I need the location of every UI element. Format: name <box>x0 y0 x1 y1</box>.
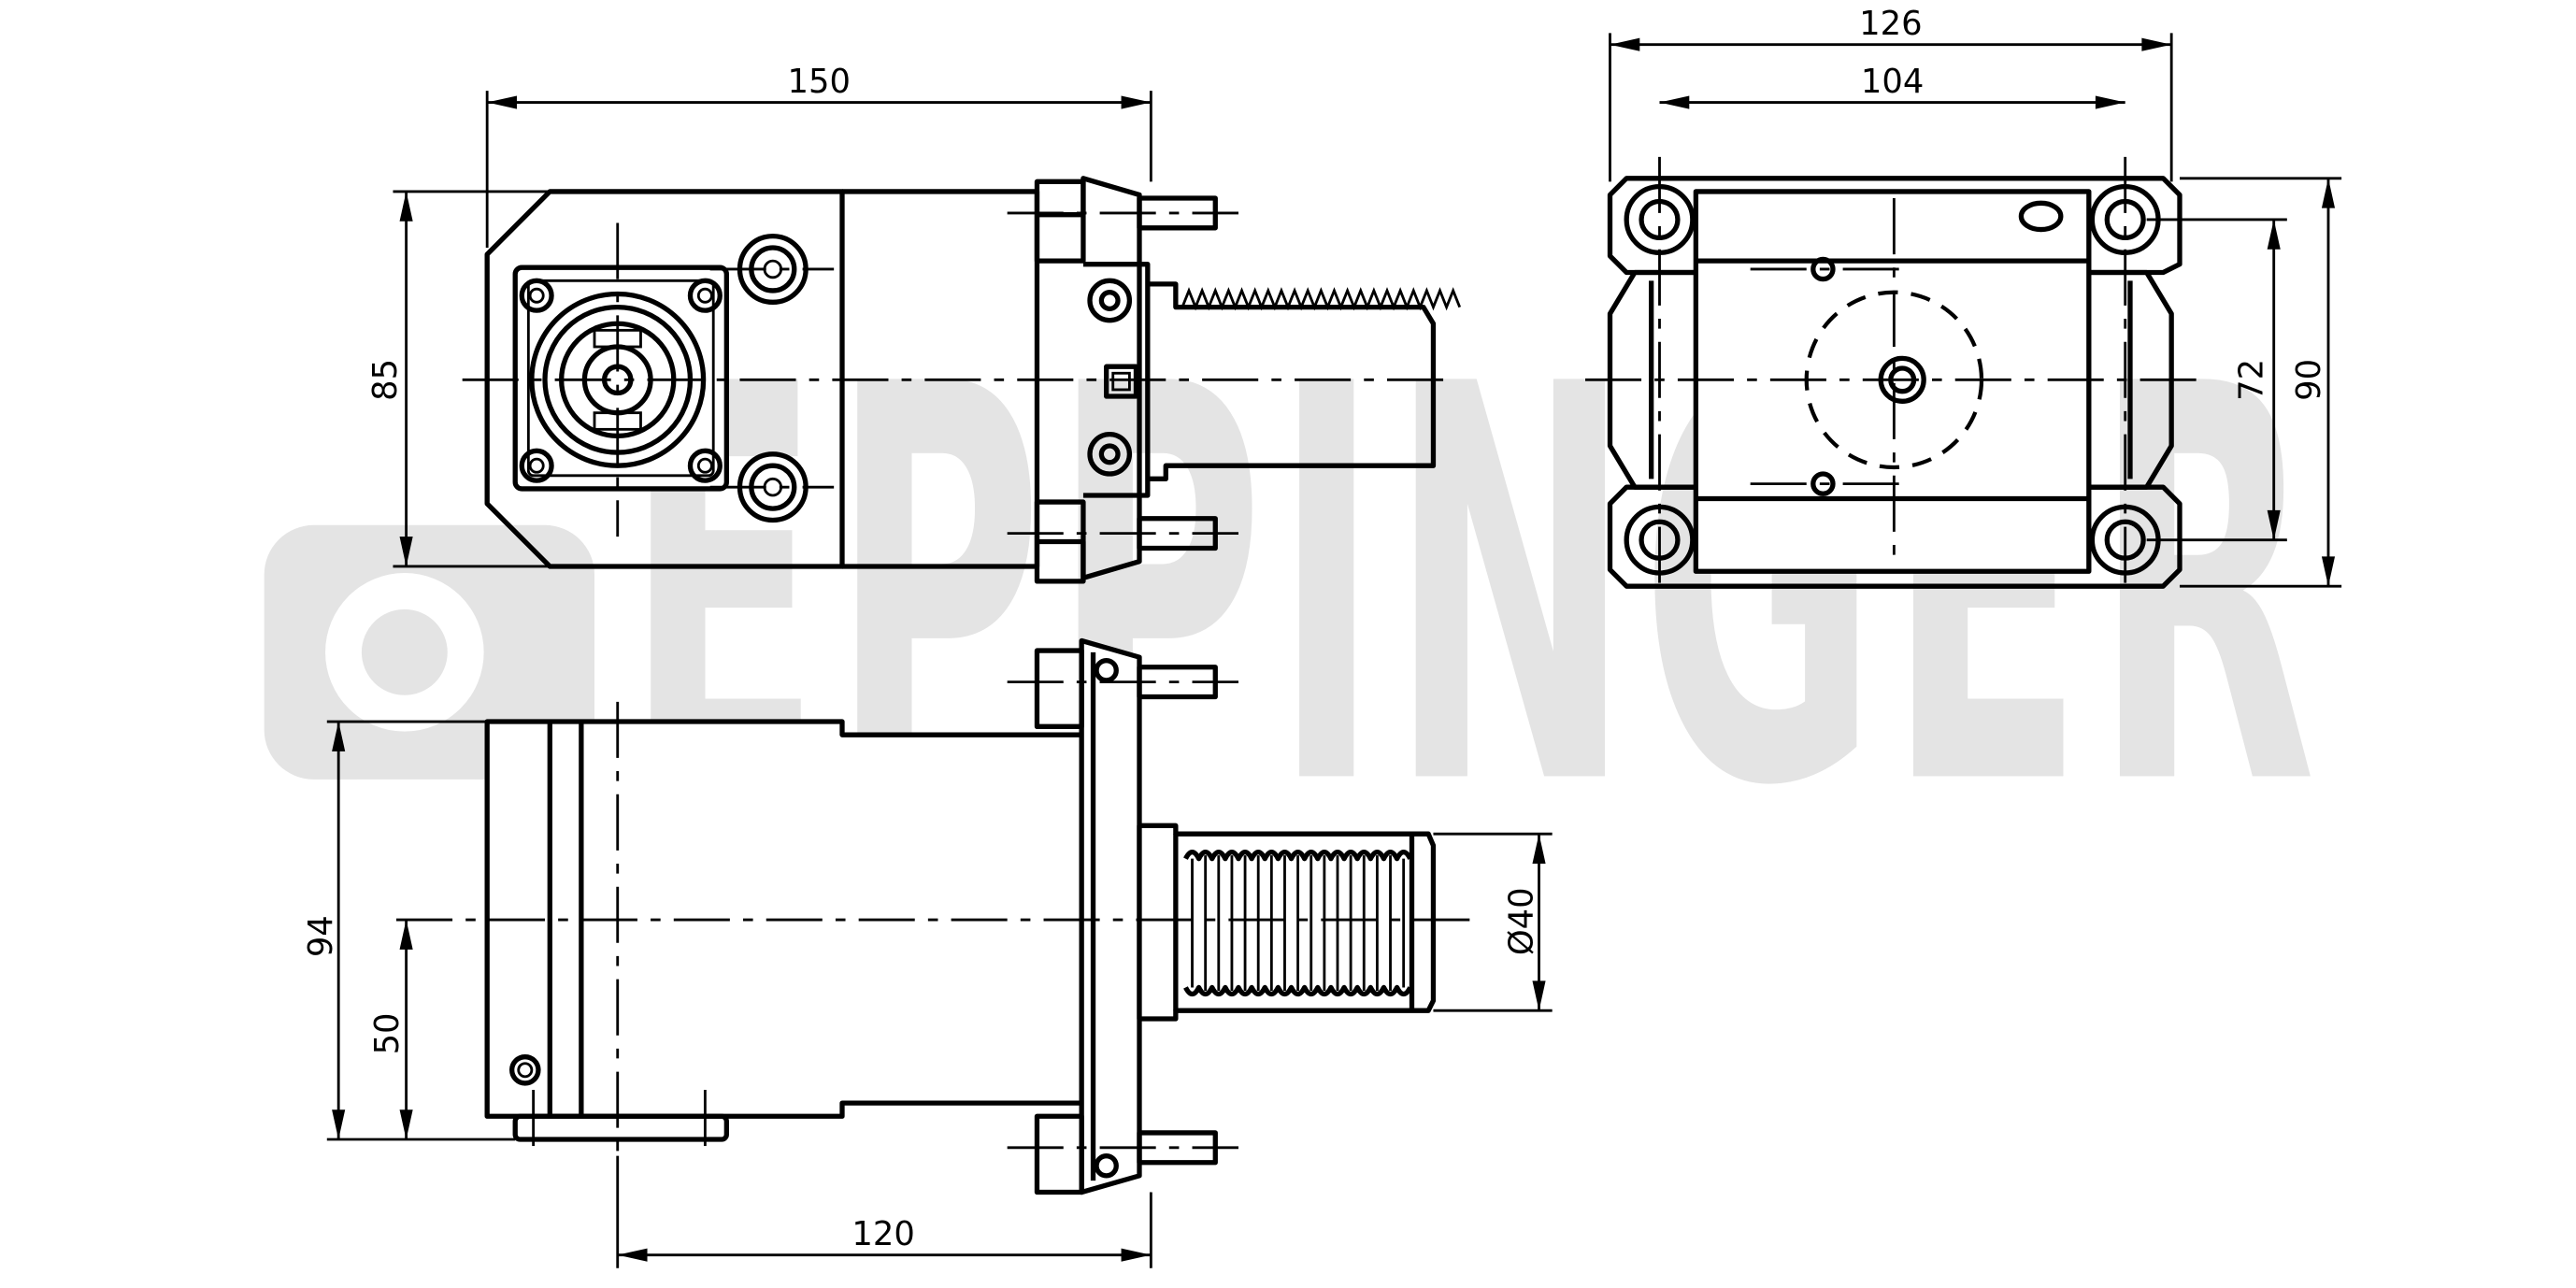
dim-front-height: 85 <box>366 359 405 401</box>
plate-screw-icon <box>519 278 723 483</box>
dim-side-length: 120 <box>852 1215 914 1253</box>
front-view: 150 85 <box>366 63 1462 584</box>
end-view: 126 104 72 90 <box>1585 5 2342 594</box>
side-view: 94 50 120 Ø40 <box>302 637 1553 1268</box>
dim-end-inner-height: 72 <box>2232 359 2270 401</box>
dim-side-axis-height: 50 <box>368 1012 407 1054</box>
dim-end-outer-height: 90 <box>2290 359 2328 401</box>
dim-shank-diameter: Ø40 <box>1502 887 1540 955</box>
dim-front-width: 150 <box>788 63 851 101</box>
serration-icon <box>1183 850 1413 997</box>
dim-side-height: 94 <box>302 915 340 957</box>
dim-end-inner-width: 104 <box>1861 63 1924 101</box>
dim-end-outer-width: 126 <box>1859 5 1922 43</box>
